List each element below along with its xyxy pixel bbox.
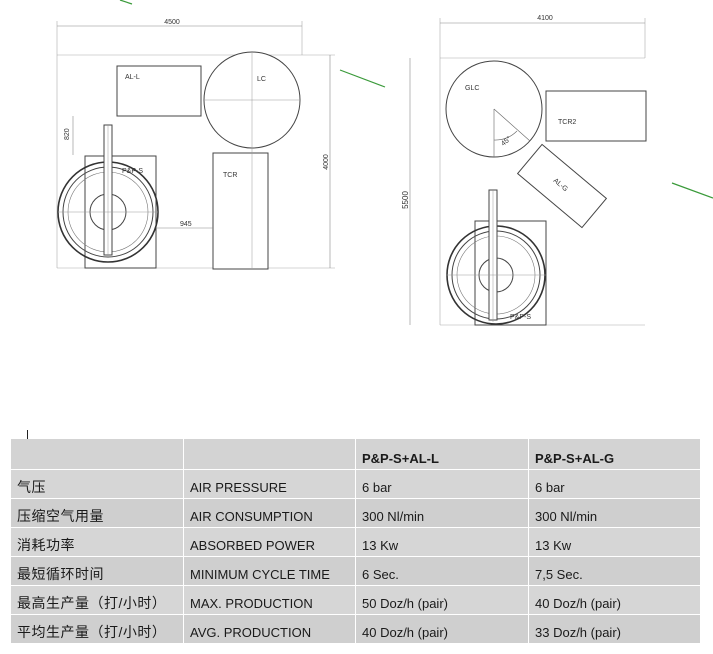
value-al-l: 50 Doz/h (pair) — [356, 586, 529, 615]
value-al-g: 6 bar — [529, 470, 701, 499]
spec-table: P&P-S+AL-L P&P-S+AL-G 气压 AIR PRESSURE 6 … — [11, 439, 701, 644]
row-label-en: AIR PRESSURE — [184, 470, 356, 499]
table-row: 平均生产量（打/小时） AVG. PRODUCTION 40 Doz/h (pa… — [11, 615, 701, 644]
value-al-g: 300 Nl/min — [529, 499, 701, 528]
label-glc: GLC — [465, 85, 479, 92]
right-layout-drawing — [409, 18, 647, 326]
left-dim-820: 820 — [64, 128, 71, 140]
value-al-g: 7,5 Sec. — [529, 557, 701, 586]
label-tcr: TCR — [223, 172, 237, 179]
value-al-g: 33 Doz/h (pair) — [529, 615, 701, 644]
header-pps-al-l: P&P-S+AL-L — [356, 439, 529, 470]
row-label-en: ABSORBED POWER — [184, 528, 356, 557]
table-header-row: P&P-S+AL-L P&P-S+AL-G — [11, 439, 701, 470]
label-pps-left: P&P-S — [122, 168, 143, 175]
value-al-g: 40 Doz/h (pair) — [529, 586, 701, 615]
header-pps-al-g: P&P-S+AL-G — [529, 439, 701, 470]
header-cell — [11, 439, 184, 470]
value-al-l: 40 Doz/h (pair) — [356, 615, 529, 644]
row-label-zh: 平均生产量（打/小时） — [11, 615, 184, 644]
label-tcr2: TCR2 — [558, 119, 576, 126]
left-width-dim: 4500 — [164, 19, 180, 26]
row-label-en: MINIMUM CYCLE TIME — [184, 557, 356, 586]
left-layout-labels: 4500 4000 AL-L LC 820 P&P-S TCR 945 — [64, 19, 330, 228]
value-al-l: 300 Nl/min — [356, 499, 529, 528]
row-label-zh: 消耗功率 — [11, 528, 184, 557]
right-width-dim: 4100 — [537, 15, 553, 22]
table-row: 气压 AIR PRESSURE 6 bar 6 bar — [11, 470, 701, 499]
row-label-en: AIR CONSUMPTION — [184, 499, 356, 528]
label-lc: LC — [257, 76, 266, 83]
row-label-en: AVG. PRODUCTION — [184, 615, 356, 644]
row-label-en: MAX. PRODUCTION — [184, 586, 356, 615]
right-height-dim: 5500 — [401, 191, 410, 209]
table-row: 最短循环时间 MINIMUM CYCLE TIME 6 Sec. 7,5 Sec… — [11, 557, 701, 586]
table-row: 压缩空气用量 AIR CONSUMPTION 300 Nl/min 300 Nl… — [11, 499, 701, 528]
row-label-zh: 压缩空气用量 — [11, 499, 184, 528]
value-al-l: 6 bar — [356, 470, 529, 499]
table-row: 消耗功率 ABSORBED POWER 13 Kw 13 Kw — [11, 528, 701, 557]
label-pps-right: P&P-S — [510, 314, 531, 321]
left-dim-945: 945 — [180, 221, 192, 228]
value-al-g: 13 Kw — [529, 528, 701, 557]
row-label-zh: 最高生产量（打/小时） — [11, 586, 184, 615]
value-al-l: 6 Sec. — [356, 557, 529, 586]
left-layout-drawing — [56, 0, 335, 270]
table-row: 最高生产量（打/小时） MAX. PRODUCTION 50 Doz/h (pa… — [11, 586, 701, 615]
row-label-zh: 最短循环时间 — [11, 557, 184, 586]
row-label-zh: 气压 — [11, 470, 184, 499]
label-al-l: AL-L — [125, 74, 140, 81]
left-height-dim: 4000 — [323, 154, 330, 170]
layout-drawings: 4500 4000 AL-L LC 820 P&P-S TCR 945 — [56, 0, 713, 326]
header-cell — [184, 439, 356, 470]
value-al-l: 13 Kw — [356, 528, 529, 557]
